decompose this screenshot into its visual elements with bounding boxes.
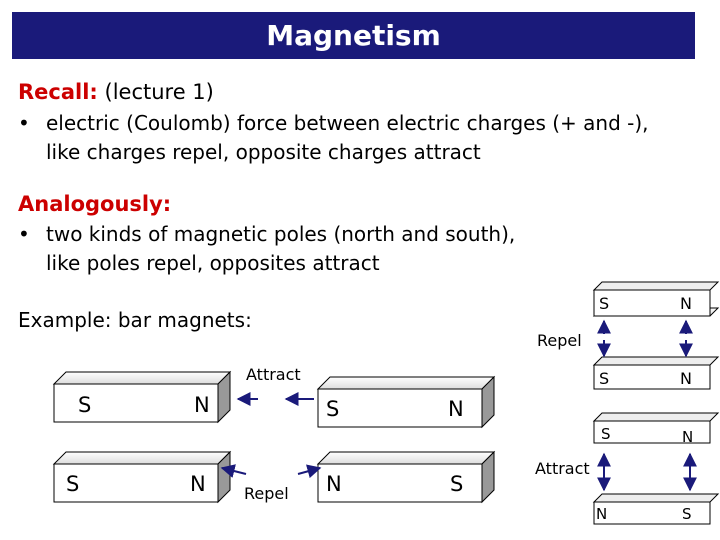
vertical-repel-top-magnet: S N — [592, 281, 720, 317]
repel-arrow — [220, 464, 247, 478]
pole-label: N — [194, 393, 210, 417]
analogously-continuation: like poles repel, opposites attract — [46, 251, 380, 275]
vertical-attract-top-magnet: S N — [592, 412, 720, 446]
pole-label: S — [450, 472, 463, 496]
magnet-row1-left: S N — [52, 370, 232, 424]
recall-note: (lecture 1) — [97, 80, 214, 104]
pole-label: S — [599, 369, 609, 388]
bullet-icon: • — [18, 111, 30, 135]
recall-label: Recall: — [18, 80, 98, 104]
pole-label: S — [78, 393, 91, 417]
vertical-repel-bottom-magnet: S N — [592, 356, 720, 390]
recall-continuation: like charges repel, opposite charges att… — [46, 140, 481, 164]
pole-label: S — [601, 425, 611, 443]
pole-label: N — [680, 369, 692, 388]
pole-label: N — [682, 428, 693, 446]
example-label: Example: bar magnets: — [18, 308, 252, 332]
slide-title: Magnetism — [12, 12, 695, 59]
attract-label: Attract — [246, 365, 301, 384]
vertical-attract-bottom-magnet: N S — [592, 493, 720, 525]
bullet-icon: • — [18, 222, 30, 246]
analogously-heading: Analogously: — [18, 192, 172, 216]
repel-label: Repel — [244, 484, 289, 503]
pole-label: N — [326, 472, 342, 496]
attract-label: Attract — [535, 459, 590, 478]
analogously-bullet: • two kinds of magnetic poles (north and … — [18, 222, 515, 246]
pole-label: S — [599, 294, 609, 313]
magnet-row2-left: S N — [52, 450, 232, 504]
pole-label: S — [682, 505, 692, 523]
pole-label: S — [326, 397, 339, 421]
recall-bullet: • electric (Coulomb) force between electr… — [18, 111, 649, 135]
magnet-row1-right: S N — [316, 375, 496, 429]
analogously-bullet-text: two kinds of magnetic poles (north and s… — [46, 222, 516, 246]
repel-label: Repel — [537, 331, 582, 350]
repel-arrow — [297, 464, 322, 479]
recall-bullet-text: electric (Coulomb) force between electri… — [46, 111, 649, 135]
pole-label: N — [190, 472, 206, 496]
pole-label: N — [680, 294, 692, 313]
pole-label: N — [596, 505, 607, 523]
recall-heading: Recall: (lecture 1) — [18, 80, 214, 104]
pole-label: S — [66, 472, 79, 496]
magnet-row2-right: N S — [316, 450, 496, 504]
pole-label: N — [448, 397, 464, 421]
